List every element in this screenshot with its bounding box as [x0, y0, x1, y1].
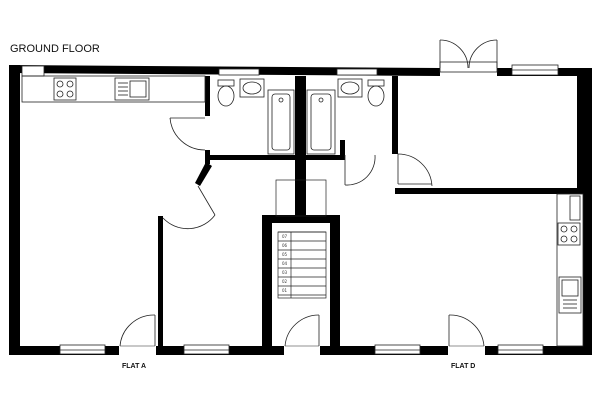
flat-d-label: FLAT D [451, 363, 475, 370]
windows-bottom [59, 344, 544, 355]
kitchen-counter-left [21, 75, 206, 103]
entrance-doors [119, 314, 485, 347]
bathroom-left [217, 78, 295, 155]
interior-doors [162, 117, 433, 230]
kitchen-counter-right [556, 193, 584, 347]
stair-step-labels: 07 06 05 04 03 02 01 [282, 234, 288, 293]
step-label: 01 [282, 288, 288, 293]
flat-a-label: FLAT A [122, 363, 146, 370]
step-label: 02 [282, 279, 288, 284]
step-label: 05 [282, 252, 288, 257]
step-label: 07 [282, 234, 288, 239]
step-label: 03 [282, 270, 288, 275]
interior-walls [158, 76, 583, 346]
step-label: 06 [282, 243, 288, 248]
floor-title: GROUND FLOOR [10, 43, 100, 55]
bathroom-right [306, 78, 385, 155]
staircase [275, 179, 327, 299]
step-label: 04 [282, 261, 288, 266]
french-doors [439, 39, 498, 73]
